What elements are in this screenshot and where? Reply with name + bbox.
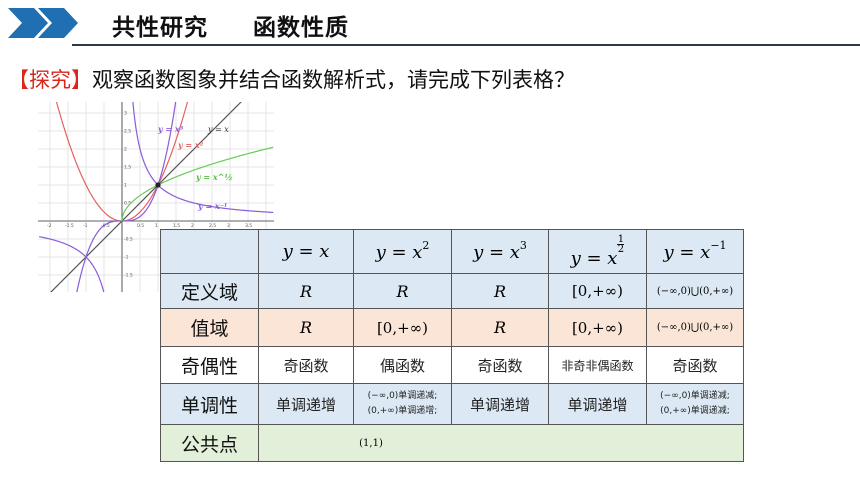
header-y-x-cubed: y = x3 [451,229,549,274]
cell-parity-5: 奇函数 [646,346,744,384]
table-row-domain: 定义域 R R R [0,+∞) (−∞,0)⋃(0,+∞) [160,273,744,309]
header-y-x: y = x [258,229,354,274]
curve-y-x-half [121,146,274,222]
label-square: y = x² [177,140,204,150]
cell-range-4: [0,+∞) [548,308,647,347]
common-point-marker [155,182,161,188]
cell-mono-1: 单调递增 [258,383,354,425]
corner-cell [160,229,259,274]
cell-mono-5-line2: (0,+∞)单调递减; [660,406,730,416]
x-tick-label: -0.5 [101,223,110,229]
label-identity: y = x [207,125,229,134]
label-sqrt: y = x^½ [195,172,233,182]
cell-range-3: R [451,308,549,347]
y-tick-label: 1.5 [124,165,131,171]
cell-common-point: (1,1) [258,424,744,462]
y-tick-label: -1.5 [124,273,133,279]
y-tick-label: 3 [124,111,127,117]
label-inverse: y = x⁻¹ [197,201,227,211]
curve-y-x [50,102,242,292]
curve-y-x-cubed [76,102,177,292]
double-chevron-icon [8,8,78,38]
table-row-monotonicity: 单调性 单调递增 (−∞,0)单调递减; (0,+∞)单调递增; 单调递增 单调递… [160,383,744,425]
curve-y-x-inverse-positive [132,102,274,214]
cell-mono-2: (−∞,0)单调递减; (0,+∞)单调递增; [353,383,452,425]
cell-mono-2-line2: (0,+∞)单调递增; [367,406,438,416]
cell-mono-5-line1: (−∞,0)单调递减; [660,391,730,401]
y-tick-label: -1 [124,255,129,261]
cell-parity-1: 奇函数 [258,346,354,384]
row-label-monotonicity: 单调性 [160,383,259,425]
row-label-range: 值域 [160,308,259,347]
cell-parity-3: 奇函数 [451,346,549,384]
y-tick-label: 1 [124,183,127,189]
x-tick-label: 2.5 [209,223,216,229]
header-y-x-squared: y = x2 [353,229,452,274]
cell-parity-4: 非奇非偶函数 [548,346,647,384]
x-tick-label: 0.5 [137,223,144,229]
cell-domain-2: R [353,273,452,309]
y-tick-label: -0.5 [124,237,133,243]
row-label-domain: 定义域 [160,273,259,309]
cell-parity-2: 偶函数 [353,346,452,384]
x-tick-label: 3 [227,223,230,229]
cell-mono-5: (−∞,0)单调递减; (0,+∞)单调递减; [646,383,744,425]
cell-range-5: (−∞,0)⋃(0,+∞) [646,308,744,347]
cell-domain-3: R [451,273,549,309]
header-divider [72,44,860,46]
cell-mono-4: 单调递增 [548,383,647,425]
slide-header: 共性研究 函数性质 [0,0,860,48]
cell-mono-2-line1: (−∞,0)单调递减; [367,391,438,401]
cell-domain-1: R [258,273,354,309]
y-tick-label: 0.5 [124,201,131,207]
slide-title: 共性研究 函数性质 [112,14,350,41]
cell-range-1: R [258,308,354,347]
row-label-parity: 奇偶性 [160,346,259,384]
x-tick-label: -1.5 [65,223,74,229]
y-tick-label: 2 [124,147,127,153]
x-tick-label: 1.5 [173,223,180,229]
curve-y-x-inverse-negative [39,236,105,292]
x-tick-label: 1 [155,223,158,229]
x-tick-label: -2 [47,223,52,229]
cell-range-2: [0,+∞) [353,308,452,347]
row-label-common-point: 公共点 [160,424,259,462]
header-y-x-inverse: y = x−1 [646,229,744,274]
y-tick-label: 2.5 [124,129,131,135]
table-row-parity: 奇偶性 奇函数 偶函数 奇函数 非奇非偶函数 奇函数 [160,346,744,384]
exploration-prompt: 【探究】观察函数图象并结合函数解析式，请完成下列表格？ [8,64,575,94]
table-row-range: 值域 R [0,+∞) R [0,+∞) (−∞,0)⋃(0,+∞) [160,308,744,347]
label-cube: y = x³ [157,124,184,134]
prompt-tag: 【探究】 [8,68,92,92]
x-tick-label: 2 [191,223,194,229]
x-tick-label: 3.5 [245,223,252,229]
x-tick-label: -1 [83,223,88,229]
cell-domain-5: (−∞,0)⋃(0,+∞) [646,273,744,309]
cell-mono-3: 单调递增 [451,383,549,425]
cell-domain-4: [0,+∞) [548,273,647,309]
prompt-text: 观察函数图象并结合函数解析式，请完成下列表格？ [92,68,575,92]
table-row-common-point: 公共点 (1,1) [160,424,744,462]
